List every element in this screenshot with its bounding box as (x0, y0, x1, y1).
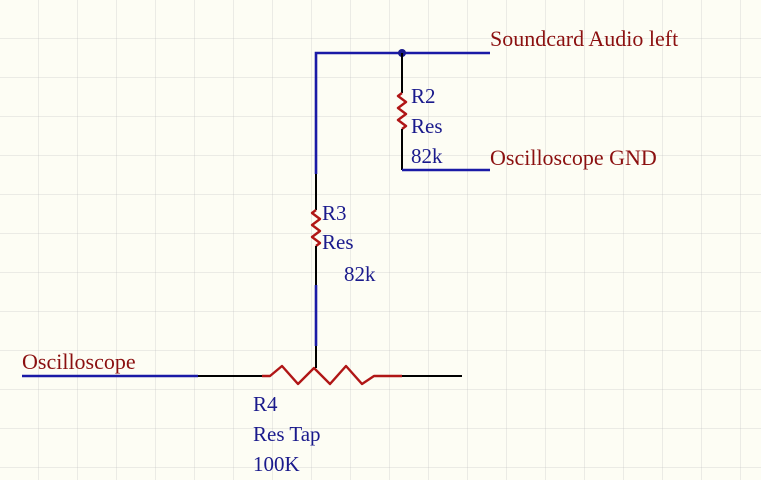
net-label-oscilloscope: Oscilloscope (22, 349, 136, 374)
r3-resistor-body (310, 209, 322, 247)
wire-top (314, 51, 490, 174)
r2-resistor-body (396, 92, 408, 130)
r3-type: Res (322, 230, 354, 254)
r4-resistor-body (262, 364, 402, 386)
r2-designator: R2 (411, 84, 436, 108)
net-label-oscilloscope-gnd: Oscilloscope GND (490, 145, 657, 170)
r4-designator: R4 (253, 392, 278, 416)
r3-value: 82k (344, 262, 376, 286)
r3-designator: R3 (322, 201, 347, 225)
r2-type: Res (411, 114, 443, 138)
r4-value: 100K (253, 452, 300, 476)
net-label-soundcard: Soundcard Audio left (490, 26, 678, 51)
r4-type: Res Tap (253, 422, 321, 446)
r2-value: 82k (411, 144, 443, 168)
